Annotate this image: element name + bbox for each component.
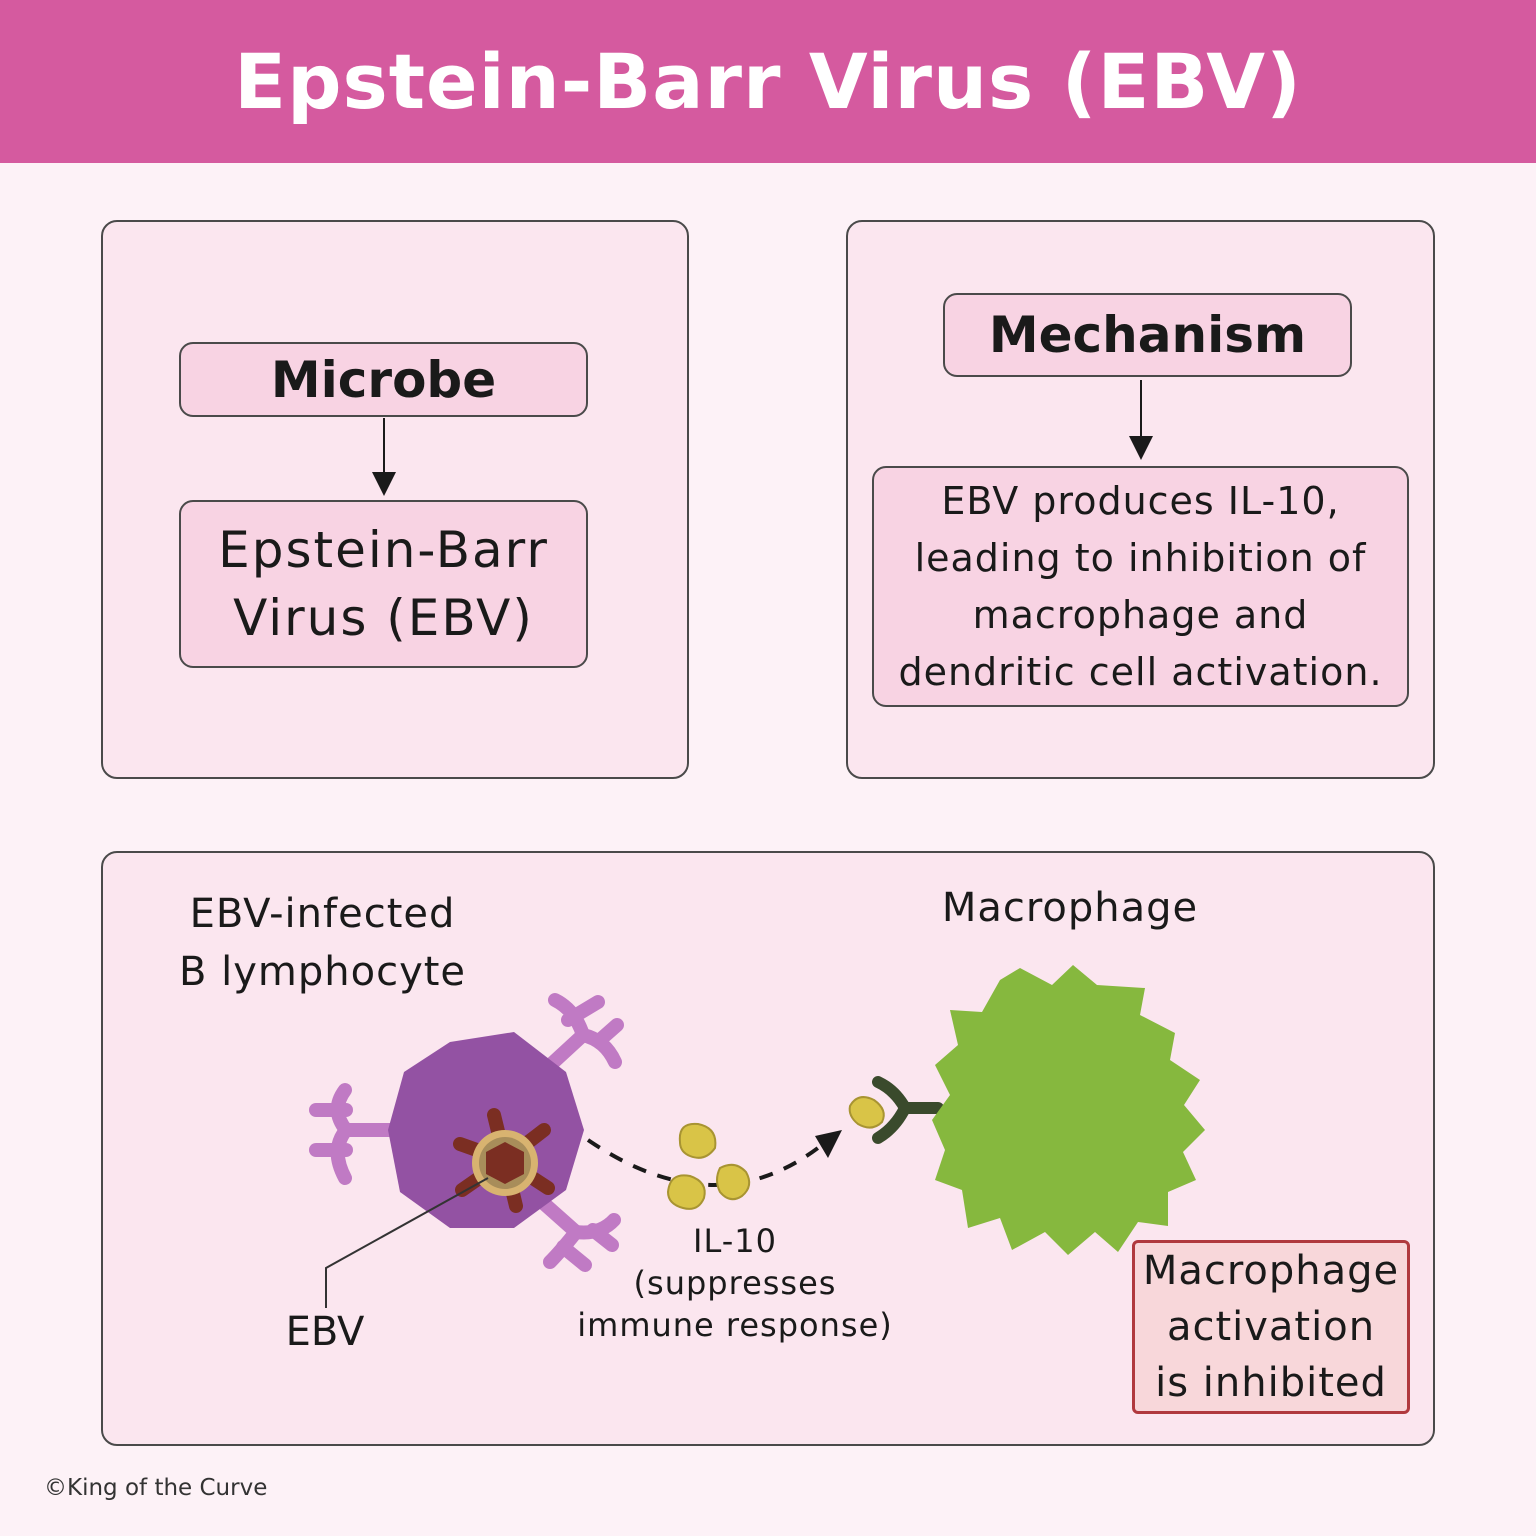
mechanism-label-box: Mechanism: [943, 293, 1352, 377]
header-banner: Epstein-Barr Virus (EBV): [0, 0, 1536, 163]
inhibition-result-line: is inhibited: [1155, 1360, 1387, 1406]
microbe-label-box: Microbe: [179, 342, 588, 417]
mechanism-arrow: [1126, 380, 1156, 462]
b-lymphocyte-label-line: B lymphocyte: [178, 949, 467, 995]
copyright-credit: ©King of the Curve: [44, 1475, 268, 1501]
b-lymphocyte-label: EBV-infected B lymphocyte: [150, 885, 495, 1001]
mechanism-line: dendritic cell activation.: [898, 649, 1383, 694]
microbe-label: Microbe: [270, 350, 497, 409]
microbe-value-line: Epstein-Barr: [218, 521, 549, 579]
macrophage-body: [932, 965, 1205, 1255]
microbe-panel: [101, 220, 689, 779]
b-cell-receptor-bottom: [533, 1193, 621, 1272]
b-cell-receptor-top: [538, 993, 624, 1077]
mechanism-line: leading to inhibition of: [914, 535, 1367, 580]
inhibition-result-box: Macrophage activation is inhibited: [1132, 1240, 1410, 1414]
b-lymphocyte-label-line: EBV-infected: [189, 891, 456, 937]
inhibition-result-line: activation: [1166, 1304, 1376, 1350]
il10-molecules: [666, 1096, 885, 1210]
ebv-pointer-line: [325, 1177, 489, 1308]
il10-label-line: IL-10: [693, 1222, 777, 1260]
il10-label-line: immune response): [577, 1306, 893, 1344]
ebv-label: EBV: [285, 1309, 365, 1355]
microbe-arrow: [369, 418, 399, 496]
macrophage-label: Macrophage: [941, 885, 1199, 931]
inhibition-result-line: Macrophage: [1142, 1248, 1400, 1294]
mechanism-label: Mechanism: [988, 306, 1307, 364]
il10-secretion-arrow: [586, 1138, 830, 1187]
b-cell-receptor-left: [309, 1083, 399, 1185]
microbe-value-box: Epstein-Barr Virus (EBV): [179, 500, 588, 668]
il10-arrowhead: [815, 1130, 842, 1158]
mechanism-line: macrophage and: [972, 592, 1309, 637]
macrophage-receptor: [872, 1076, 944, 1144]
mechanism-line: EBV produces IL-10,: [941, 478, 1340, 523]
ebv-virus: [453, 1108, 555, 1213]
mechanism-value-box: EBV produces IL-10, leading to inhibitio…: [872, 466, 1409, 707]
il10-label: IL-10 (suppresses immune response): [555, 1220, 915, 1346]
il10-label-line: (suppresses: [633, 1264, 837, 1302]
microbe-value-line: Virus (EBV): [233, 589, 534, 647]
page-title: Epstein-Barr Virus (EBV): [234, 37, 1302, 126]
